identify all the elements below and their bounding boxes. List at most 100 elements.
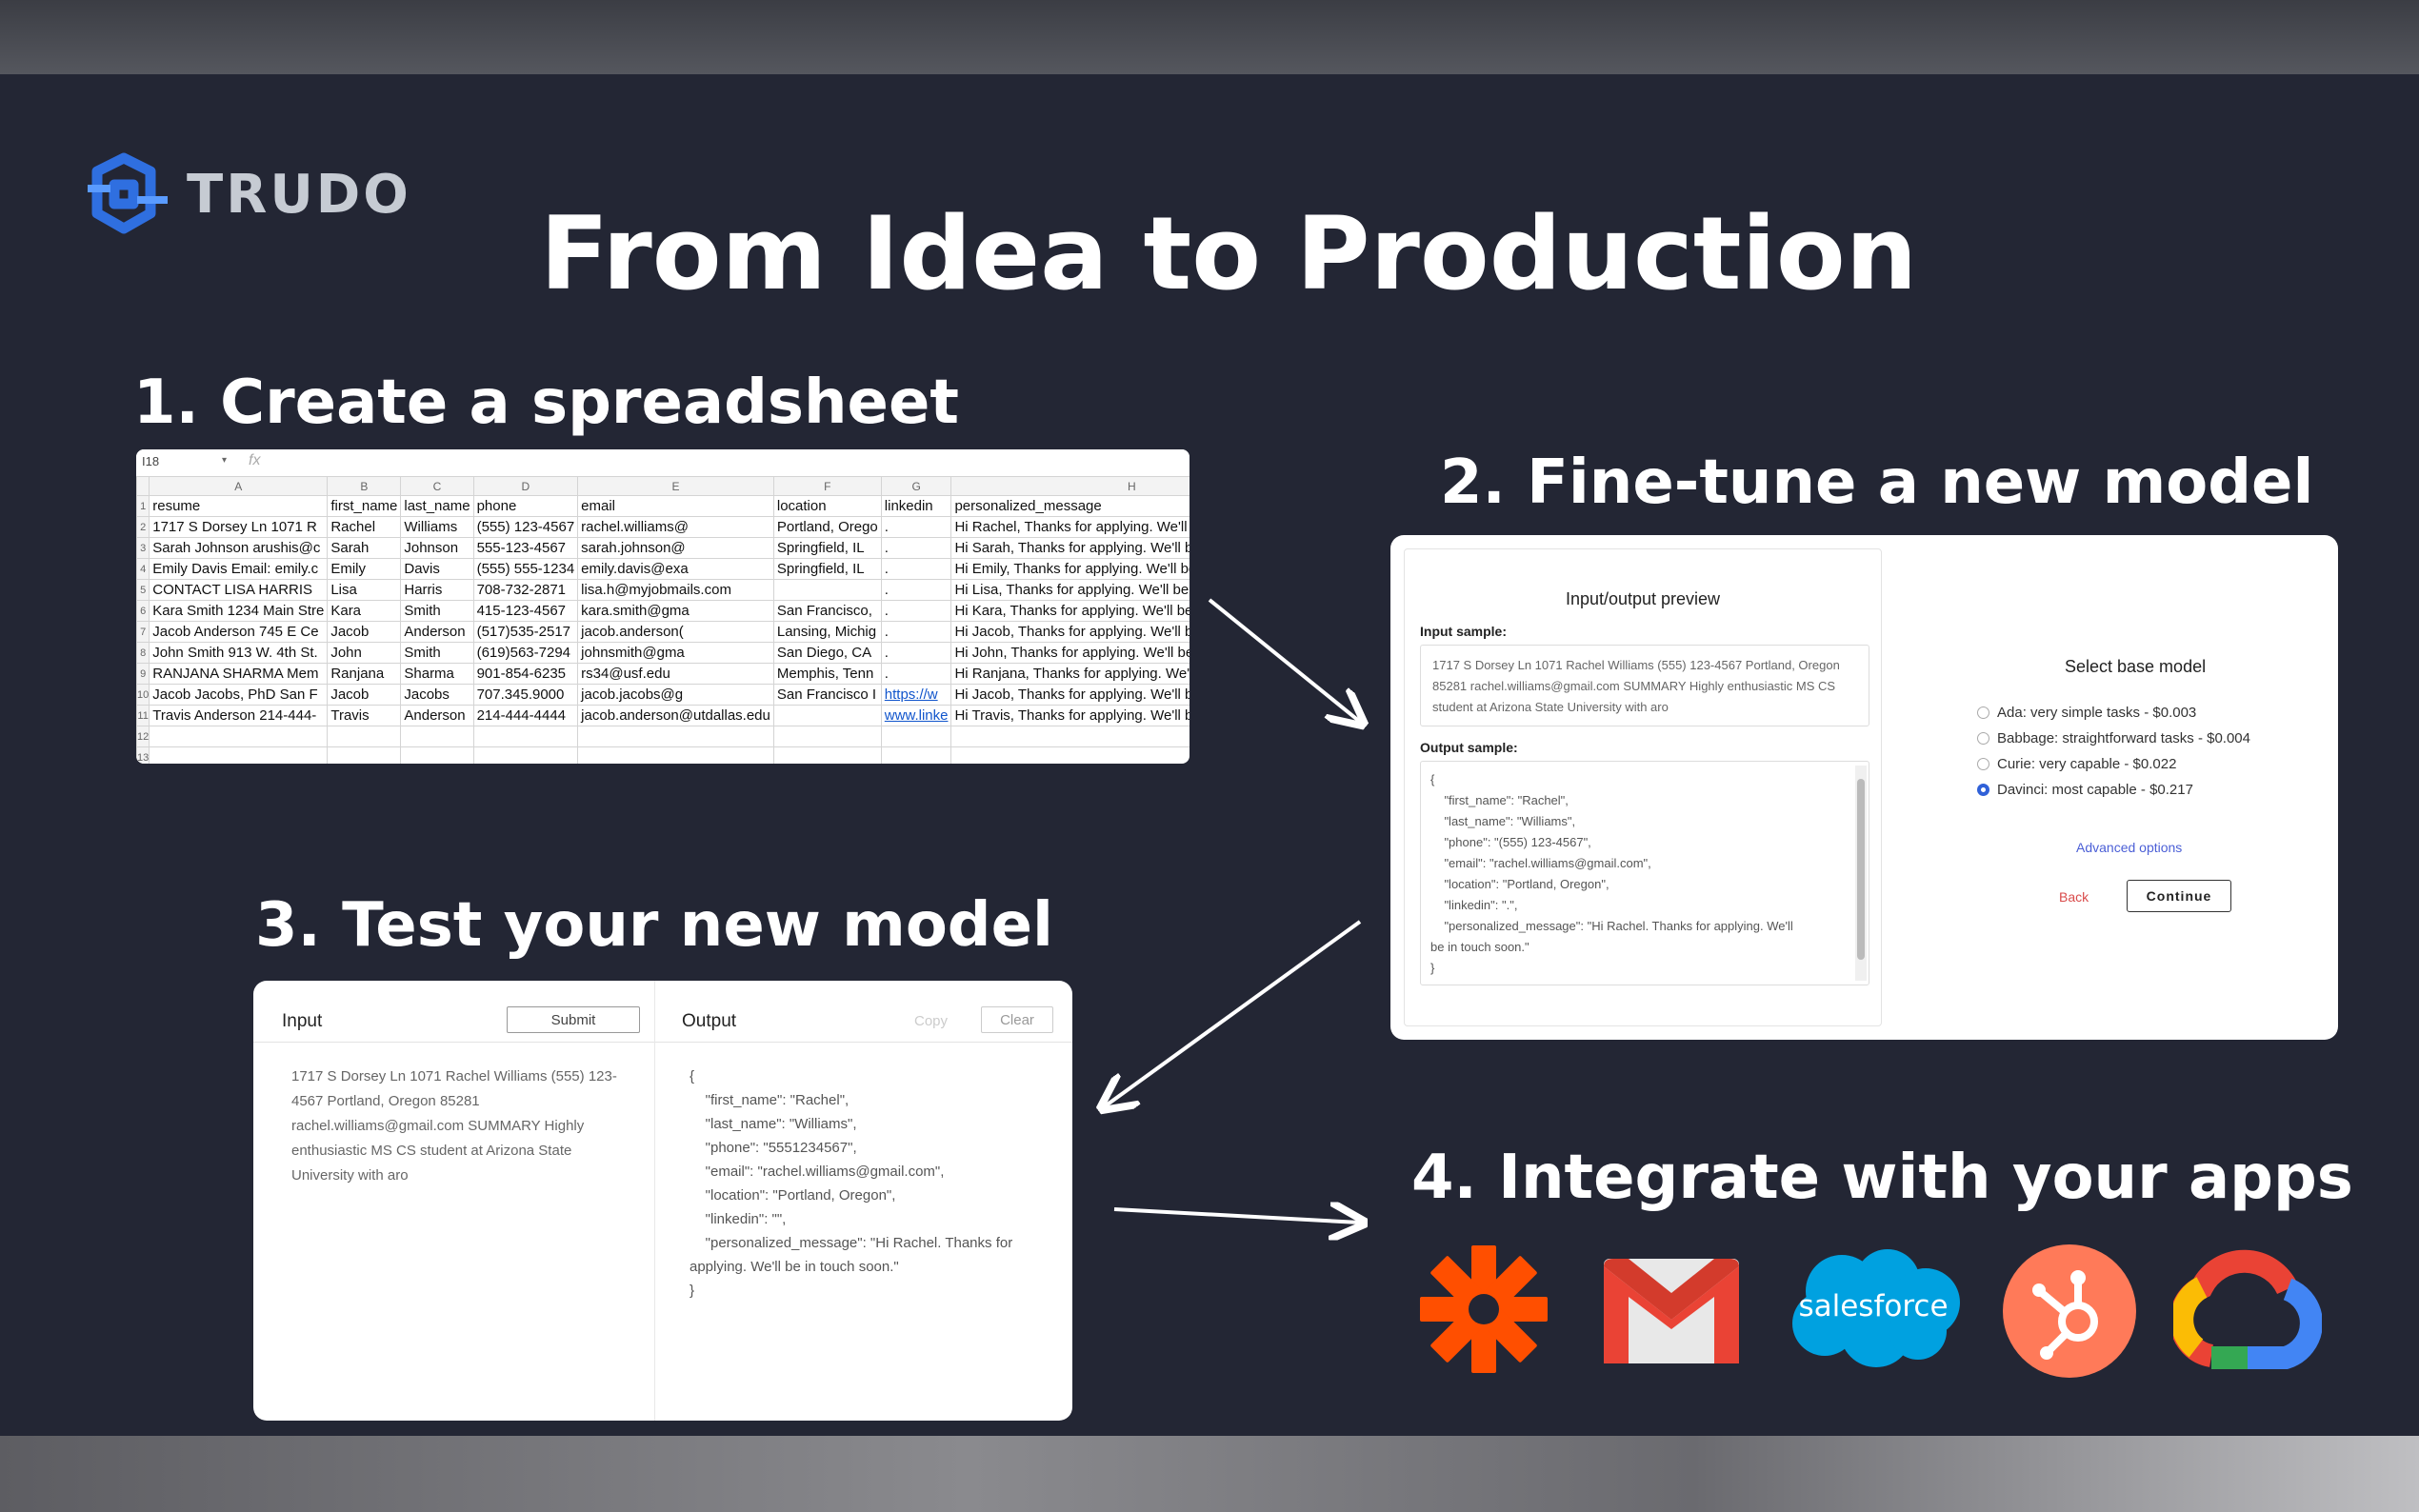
table-cell[interactable]: Memphis, Tenn: [772, 663, 882, 685]
header-cell[interactable]: linkedin: [880, 495, 952, 517]
row-number[interactable]: 12: [136, 726, 150, 747]
input-sample-label: Input sample:: [1420, 624, 1508, 639]
table-cell[interactable]: 708-732-2871: [472, 579, 579, 601]
table-cell[interactable]: 901-854-6235: [472, 663, 579, 685]
table-cell[interactable]: Ranjana: [327, 663, 402, 685]
clear-button[interactable]: Clear: [981, 1006, 1053, 1033]
header-cell[interactable]: last_name: [400, 495, 474, 517]
column-header[interactable]: A: [149, 476, 329, 496]
json-line: "personalized_message": "Hi Rachel. Than…: [1430, 919, 1793, 933]
back-button[interactable]: Back: [2059, 889, 2089, 905]
model-option-label: Babbage: straightforward tasks - $0.004: [1997, 730, 2250, 746]
header-cell[interactable]: first_name: [327, 495, 402, 517]
json-line: {: [690, 1068, 695, 1084]
zapier-icon: [1420, 1245, 1548, 1373]
table-cell[interactable]: Travis: [327, 705, 402, 726]
table-cell[interactable]: Anderson: [400, 705, 474, 726]
table-cell[interactable]: Kara: [327, 600, 402, 622]
row-number[interactable]: 8: [136, 642, 150, 664]
table-cell[interactable]: jacob.anderson@utdallas.edu: [577, 705, 774, 726]
radio-icon[interactable]: [1977, 706, 1989, 719]
copy-button[interactable]: Copy: [914, 1013, 949, 1029]
column-header[interactable]: E: [577, 476, 774, 496]
table-cell[interactable]: John: [327, 642, 402, 664]
submit-button[interactable]: Submit: [507, 1006, 640, 1033]
input-sample-field[interactable]: 1717 S Dorsey Ln 1071 Rachel Williams (5…: [1420, 645, 1869, 726]
table-cell[interactable]: Springfield, IL: [772, 558, 882, 580]
row-number[interactable]: 11: [136, 705, 150, 726]
table-cell[interactable]: Emily Davis Email: emily.c: [149, 558, 329, 580]
table-cell[interactable]: 415-123-4567: [472, 600, 579, 622]
row-number[interactable]: 2: [136, 516, 150, 538]
table-cell[interactable]: johnsmith@gma: [577, 642, 774, 664]
header-cell[interactable]: personalized_message: [950, 495, 1190, 517]
table-cell[interactable]: www.linke: [880, 705, 952, 726]
table-cell[interactable]: jacob.jacobs@g: [577, 684, 774, 706]
table-cell[interactable]: [950, 746, 1190, 764]
row-number[interactable]: 1: [136, 495, 150, 517]
table-cell[interactable]: [400, 746, 474, 764]
table-cell[interactable]: Portland, Orego: [772, 516, 882, 538]
table-cell[interactable]: [149, 746, 329, 764]
radio-icon[interactable]: [1977, 732, 1989, 745]
test-input-text[interactable]: 1717 S Dorsey Ln 1071 Rachel Williams (5…: [291, 1068, 617, 1184]
model-option[interactable]: Babbage: straightforward tasks - $0.004: [1977, 730, 2250, 746]
radio-icon[interactable]: [1977, 758, 1989, 770]
json-line: "personalized_message": "Hi Rachel. Than…: [690, 1235, 1013, 1251]
table-cell[interactable]: Hi Travis, Thanks for applying. We'll be…: [950, 705, 1190, 726]
table-cell[interactable]: jacob.anderson(: [577, 621, 774, 643]
table-cell[interactable]: Hi Ranjana, Thanks for applying. We'll b…: [950, 663, 1190, 685]
table-cell[interactable]: Lansing, Michig: [772, 621, 882, 643]
table-cell[interactable]: Kara Smith 1234 Main Stre: [149, 600, 329, 622]
table-cell[interactable]: Sarah Johnson arushis@c: [149, 537, 329, 559]
table-cell[interactable]: (555) 555-1234: [472, 558, 579, 580]
input-sample-text: 1717 S Dorsey Ln 1071 Rachel Williams (5…: [1432, 658, 1840, 714]
table-cell[interactable]: Springfield, IL: [772, 537, 882, 559]
row-number[interactable]: 9: [136, 663, 150, 685]
radio-selected-icon[interactable]: [1977, 784, 1989, 796]
row-number[interactable]: 10: [136, 684, 150, 706]
row-number[interactable]: 6: [136, 600, 150, 622]
table-cell[interactable]: Johnson: [400, 537, 474, 559]
continue-button[interactable]: Continue: [2127, 880, 2231, 912]
output-label: Output: [682, 1011, 737, 1031]
header-cell[interactable]: resume: [149, 495, 329, 517]
output-sample-field[interactable]: { "first_name": "Rachel", "last_name": "…: [1420, 761, 1869, 985]
table-cell[interactable]: 1717 S Dorsey Ln 1071 R: [149, 516, 329, 538]
column-header[interactable]: F: [772, 476, 882, 496]
table-cell[interactable]: CONTACT LISA HARRIS: [149, 579, 329, 601]
cell-reference[interactable]: I18: [142, 454, 160, 468]
model-option-label: Ada: very simple tasks - $0.003: [1997, 705, 2197, 721]
table-cell[interactable]: [772, 746, 882, 764]
corner-cell[interactable]: [136, 476, 150, 496]
test-header: Input Submit Output Copy Clear: [253, 981, 1072, 1043]
advanced-options-link[interactable]: Advanced options: [2076, 840, 2183, 855]
table-cell[interactable]: lisa.h@myjobmails.com: [577, 579, 774, 601]
scrollbar-thumb[interactable]: [1857, 779, 1865, 960]
table-cell[interactable]: Harris: [400, 579, 474, 601]
table-cell[interactable]: Hi Lisa, Thanks for applying. We'll be i…: [950, 579, 1190, 601]
model-option[interactable]: Ada: very simple tasks - $0.003: [1977, 705, 2196, 721]
arrow-1-to-2: [1208, 598, 1360, 722]
table-cell[interactable]: Jacob Anderson 745 E Ce: [149, 621, 329, 643]
table-cell[interactable]: Hi John, Thanks for applying. We'll be i…: [950, 642, 1190, 664]
table-cell[interactable]: Hi Emily, Thanks for applying. We'll be …: [950, 558, 1190, 580]
table-cell[interactable]: Sarah: [327, 537, 402, 559]
table-cell[interactable]: https://w: [880, 684, 952, 706]
row-number[interactable]: 13: [136, 746, 150, 764]
model-option[interactable]: Curie: very capable - $0.022: [1977, 756, 2176, 772]
table-cell[interactable]: Williams: [400, 516, 474, 538]
table-cell[interactable]: Sharma: [400, 663, 474, 685]
model-option[interactable]: Davinci: most capable - $0.217: [1977, 782, 2193, 798]
table-cell[interactable]: Jacobs: [400, 684, 474, 706]
formula-bar: I18 ▾ fx: [136, 449, 1190, 477]
linkedin-link[interactable]: https://w: [884, 686, 938, 703]
linkedin-link[interactable]: www.linke: [884, 707, 949, 724]
chevron-down-icon: ▾: [222, 455, 228, 466]
scrollbar[interactable]: [1855, 766, 1867, 981]
table-cell[interactable]: Hi Kara, Thanks for applying. We'll be i…: [950, 600, 1190, 622]
column-header[interactable]: D: [472, 476, 579, 496]
